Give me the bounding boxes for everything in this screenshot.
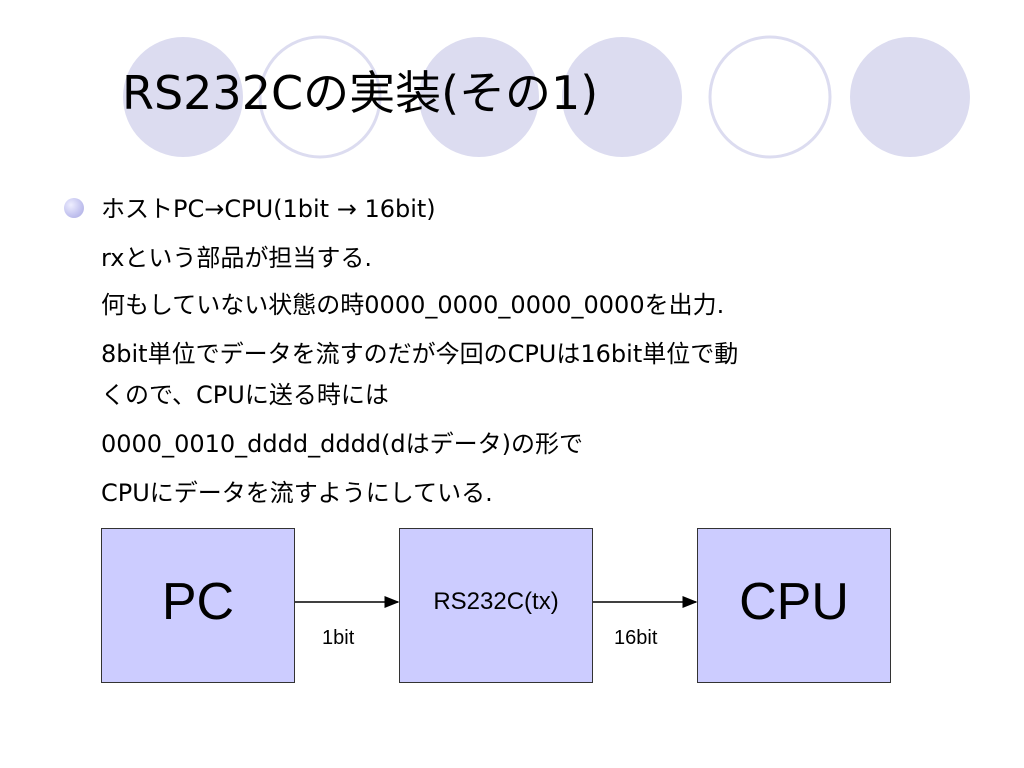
bullet-line-4: くので、CPUに送る時には [101,381,389,409]
bullet-line-5: 0000_0010_dddd_dddd(dはデータ)の形で [101,430,583,458]
edge-label-16bit: 16bit [614,627,658,649]
deco-circle-filled-4 [850,37,970,157]
bullet-line-3: 8bit単位でデータを流すのだが今回のCPUは16bit単位で動 [101,340,739,368]
node-pc-label: PC [161,572,235,631]
bullet-line-2: 何もしていない状態の時0000_0000_0000_0000を出力. [101,291,725,319]
deco-circle-filled-3 [562,37,682,157]
node-rs232c: RS232C(tx) [399,528,593,683]
node-cpu: CPU [697,528,891,683]
bullet-heading: ホストPC→CPU(1bit → 16bit) [101,195,436,223]
deco-circle-outline-2 [708,35,832,159]
bullet-line-6: CPUにデータを流すようにしている. [101,479,493,507]
node-cpu-label: CPU [739,572,849,631]
node-pc: PC [101,528,295,683]
edge-label-1bit: 1bit [322,627,355,649]
deco-circle-filled-2 [419,37,539,157]
node-rs232c-label: RS232C(tx) [433,588,559,615]
slide-title: RS232Cの実装(その1) [122,66,599,120]
header-circles-decoration [123,35,970,159]
bullet-dot-icon [64,198,84,218]
deco-circle-filled-1 [123,37,243,157]
deco-circle-outline-1 [258,35,382,159]
bullet-line-1: rxという部品が担当する. [101,244,373,272]
